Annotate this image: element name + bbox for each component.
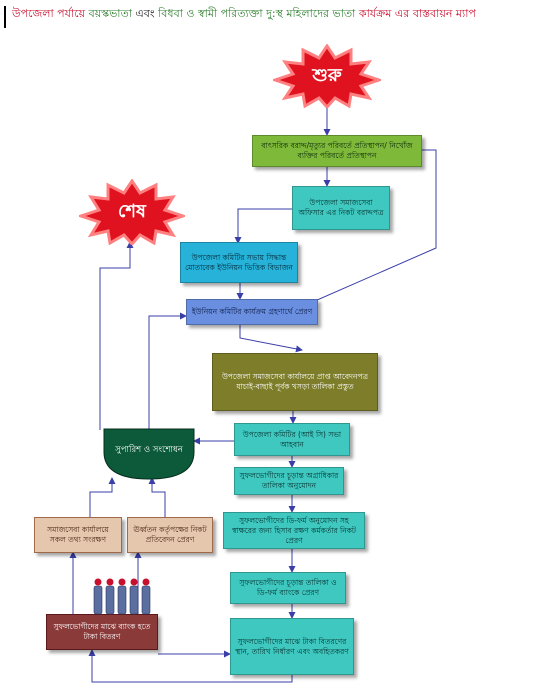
people-icon: [93, 578, 151, 615]
end-label: শেষ: [118, 200, 146, 222]
bank-distribution: সুফলভোগীদের মাঝে ব্যাংক হতে টাকা বিতরণ: [46, 614, 158, 650]
side-send-report-text: ঊর্ধ্বতন কর্তৃপক্ষের নিকট প্রতিবেদন প্রে…: [133, 525, 207, 544]
step-allocation-letter-text: উপজেলা সমাজসেবা অফিসার এর নিকট বরাদ্দপত্…: [298, 198, 384, 217]
page-title: উপজেলা পর্যায়ে বয়স্কভাতা এবং বিধবা ও স…: [4, 6, 551, 28]
arrow-s10-bank: [88, 649, 293, 683]
step-send-to-bank: সুফলভোগীদের চূড়ান্ত তালিকা ও ডি-ফর্ম ব্…: [230, 572, 346, 604]
step-committee-meeting: উপজেলা কমিটির (আই সি) সভা আহবান: [234, 423, 350, 456]
step-annual-allocation-text: বাৎসরিক বরাদ্দ/মৃত্যুর পরিবর্তে প্রতিস্থ…: [261, 141, 413, 160]
step-allocation-letter: উপজেলা সমাজসেবা অফিসার এর নিকট বরাদ্দপত্…: [292, 186, 390, 230]
start-label: শুরু: [312, 64, 342, 86]
arrow-recommend-end: [99, 241, 134, 430]
end-star-icon: [79, 179, 185, 245]
arrow-left-recommend: [89, 477, 116, 517]
bank-distribution-text: সুফলভোগীদের মাঝে ব্যাংক হতে টাকা বিতরণ: [53, 622, 151, 641]
arrow-s1-s4: [291, 149, 437, 312]
step-draft-list: উপজেলা সমাজসেবা কার্যালয়ে প্রাপ্ত আবেদন…: [212, 353, 378, 411]
step-final-priority-list-text: সুফলভোগীদের চূড়ান্ত অগ্রাধিকার তালিকা অ…: [239, 471, 339, 490]
step-send-union-committee-text: ইউনিয়ন কমিটির কার্যক্রম গ্রহণার্থে প্রে…: [191, 307, 313, 316]
arrow-right-recommend: [148, 477, 166, 517]
step-d-form-approval: সুফলভোগীদের ডি-ফর্ম অনুমোদন সহ স্বাক্ষরে…: [223, 512, 365, 549]
step-final-priority-list: সুফলভোগীদের চূড়ান্ত অগ্রাধিকার তালিকা অ…: [234, 467, 344, 495]
step-distribution-schedule: সুফলভোগীদের মাঝে টাকা বিতরণের স্থান, তার…: [230, 618, 354, 675]
arrow-recommend-s4: [148, 312, 187, 431]
step-send-to-bank-text: সুফলভোগীদের চূড়ান্ত তালিকা ও ডি-ফর্ম ব্…: [239, 578, 337, 597]
side-send-report: ঊর্ধ্বতন কর্তৃপক্ষের নিকট প্রতিবেদন প্রে…: [127, 517, 213, 553]
arrow-s2-s3: [234, 208, 292, 244]
side-store-information: সমাজসেবা কার্যালয়ে সকল তথ্য সংরক্ষণ: [34, 517, 122, 553]
step-distribution-schedule-text: সুফলভোগীদের মাঝে টাকা বিতরণের স্থান, তার…: [235, 636, 349, 656]
step-committee-meeting-text: উপজেলা কমিটির (আই সি) সভা আহবান: [242, 429, 342, 449]
step-union-division-text: উপজেলা কমিটির সভায় সিদ্ধান্ত মোতাবেক ইউ…: [185, 252, 293, 272]
start-star-icon: [273, 44, 381, 108]
recommend-shield-icon: [103, 428, 195, 480]
step-send-union-committee: ইউনিয়ন কমিটির কার্যক্রম গ্রহণার্থে প্রে…: [186, 299, 318, 325]
recommend-label: সুপারিশ ও সংশোধন: [115, 444, 183, 455]
side-store-information-text: সমাজসেবা কার্যালয়ে সকল তথ্য সংরক্ষণ: [47, 525, 109, 544]
step-draft-list-text: উপজেলা সমাজসেবা কার্যালয়ে প্রাপ্ত আবেদন…: [221, 372, 369, 391]
step-annual-allocation: বাৎসরিক বরাদ্দ/মৃত্যুর পরিবর্তে প্রতিস্থ…: [252, 135, 422, 167]
step-union-division: উপজেলা কমিটির সভায় সিদ্ধান্ত মোতাবেক ইউ…: [180, 242, 298, 283]
step-d-form-approval-text: সুফলভোগীদের ডি-ফর্ম অনুমোদন সহ স্বাক্ষরে…: [231, 515, 357, 545]
arrow-s4-s5: [239, 324, 303, 353]
